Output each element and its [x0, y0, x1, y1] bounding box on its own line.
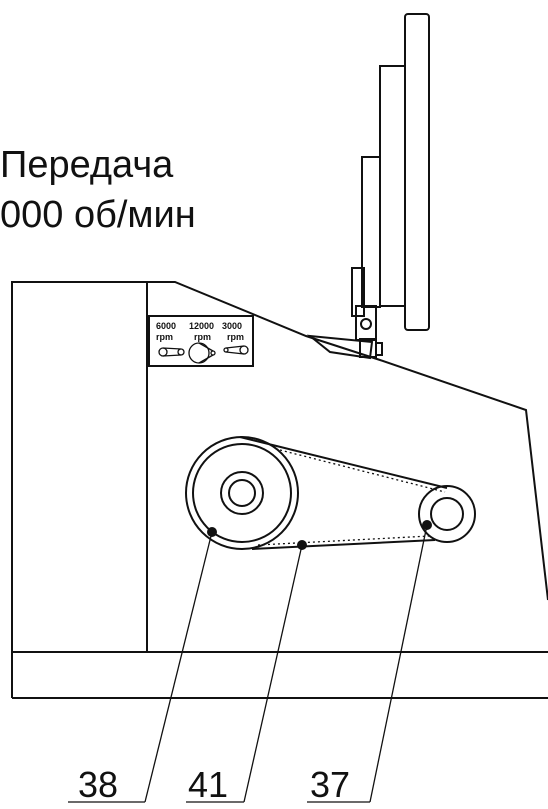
belt-upper-run: [239, 436, 448, 489]
belt-icon-3000: [223, 345, 249, 355]
speed-3000-unit: rpm: [227, 332, 244, 342]
speed-6000-value: 6000: [156, 321, 176, 331]
speed-6000-unit: rpm: [156, 332, 173, 342]
belt-icon-12000: [188, 342, 216, 364]
large-pulley: [185, 436, 299, 550]
callouts: 38 41 37: [68, 520, 432, 805]
title-line-1: Передача: [0, 144, 174, 186]
belt-icon-6000: [158, 347, 185, 357]
title-line-2: 000 об/мин: [0, 194, 196, 236]
column-lower-block: [351, 267, 365, 317]
leader-37: [369, 524, 428, 803]
column-outer-plate: [404, 13, 430, 331]
column-base-wedge: [306, 334, 374, 360]
small-pulley: [418, 485, 476, 543]
callout-label-41: 41: [188, 764, 228, 805]
speed-12000-unit: rpm: [194, 332, 211, 342]
clamp-bolt: [360, 318, 372, 330]
diagram-title: Передача 000 об/мин: [0, 140, 196, 240]
speed-12000-value: 12000: [189, 321, 214, 331]
callout-label-37: 37: [310, 764, 350, 805]
leader-41: [243, 544, 303, 803]
speed-3000-value: 3000: [222, 321, 242, 331]
speed-plate-frame: [148, 315, 254, 367]
foot-nut: [375, 342, 383, 356]
column-clamp: [355, 305, 377, 341]
belt-upper-dotted: [279, 449, 446, 493]
column-assembly: [306, 13, 430, 360]
body-outline: [11, 281, 548, 698]
speed-plate: 6000 rpm 12000 rpm 3000 rpm: [148, 315, 254, 367]
belt-drive: [185, 436, 476, 550]
callout-label-38: 38: [78, 764, 118, 805]
leader-38: [144, 531, 213, 803]
belt-lower-run: [251, 539, 436, 550]
machine-body: [11, 281, 548, 699]
column-upper-plate: [379, 65, 406, 307]
belt-lower-dotted: [257, 535, 431, 546]
